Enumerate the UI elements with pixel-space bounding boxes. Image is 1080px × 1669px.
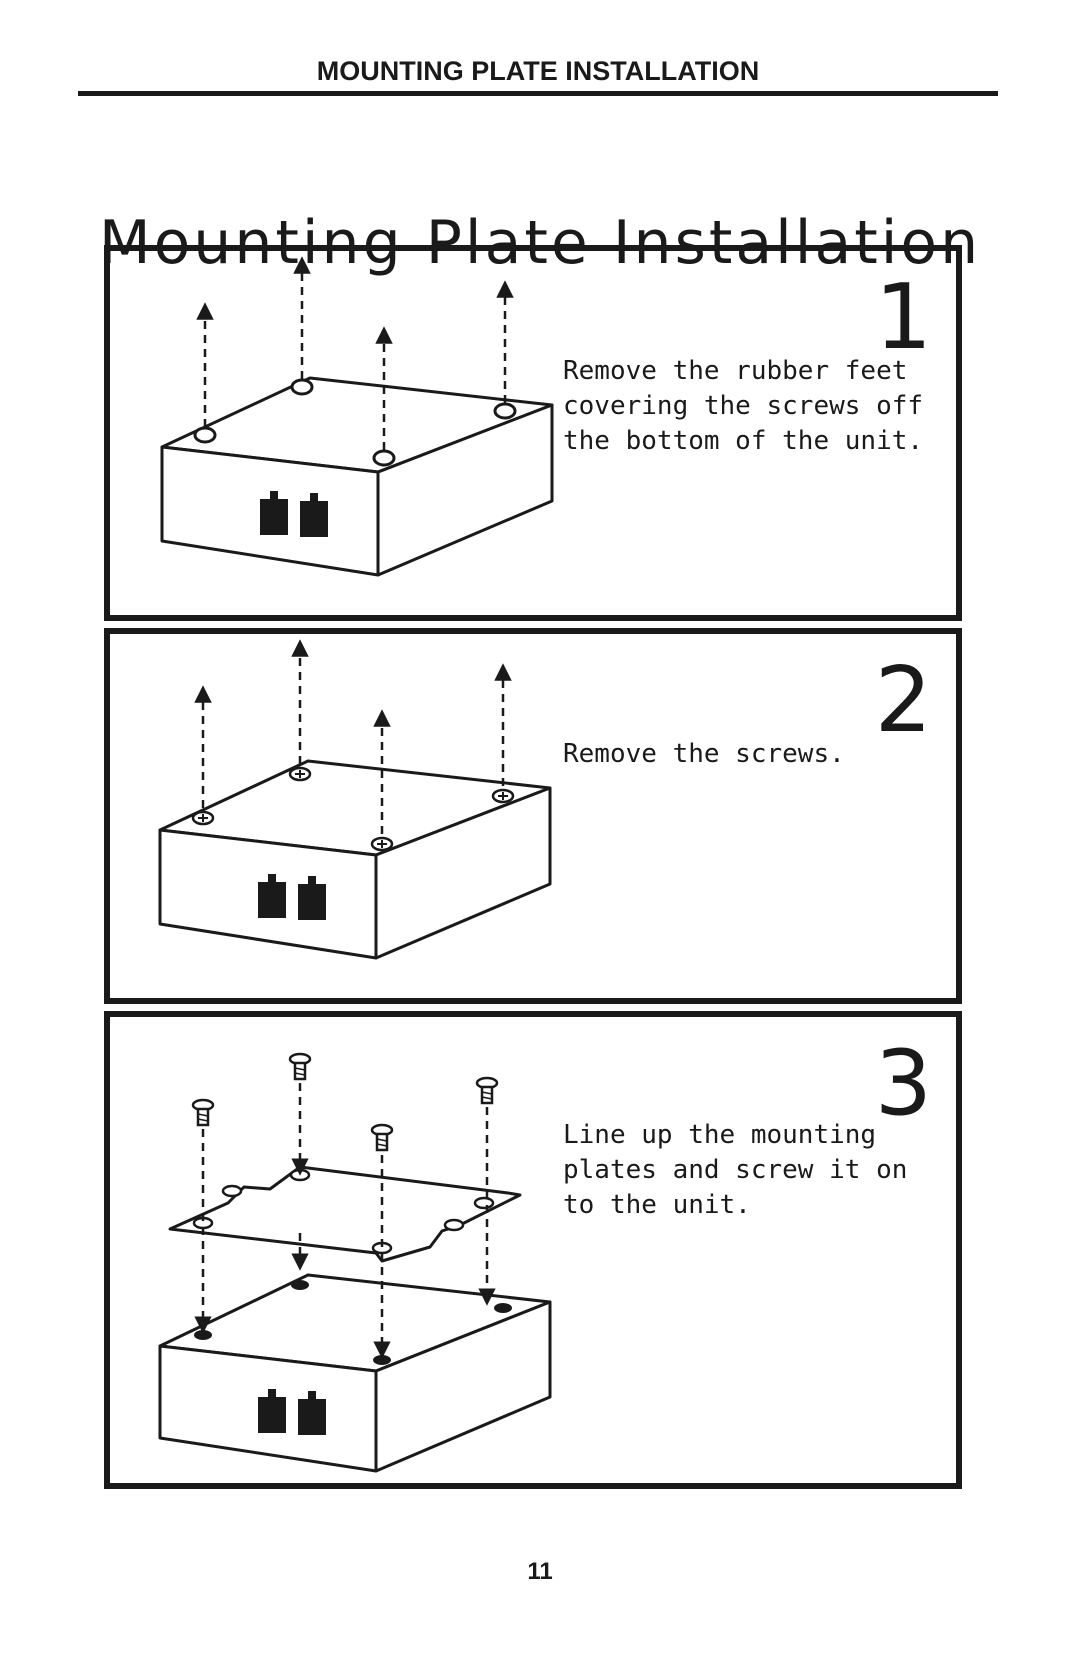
lift-arrow [196,256,514,450]
step-2-number: 2 [874,648,932,753]
page-title: Mounting Plate Installation [98,208,982,279]
step-1-text: Remove the rubber feet covering the scre… [563,356,924,456]
rj-jack-icon [258,1389,326,1435]
device-box [160,376,554,577]
running-header: MOUNTING PLATE INSTALLATION [316,56,760,86]
step-3-panel: 3 Line up the mounting plates and screw … [104,1011,962,1489]
step-1-number: 1 [874,265,932,370]
step-3-illustration [158,1052,552,1473]
step-1-illustration [160,256,554,577]
lift-arrow [194,639,512,834]
step-1-panel: 1 Remove the rubber feet covering the sc… [104,245,962,621]
mounting-plate [168,1165,522,1263]
step-2-text: Remove the screws. [563,739,845,769]
step-3-text: Line up the mounting plates and screw it… [563,1120,908,1220]
rj-jack-icon [260,491,328,537]
screw-icon [191,1052,499,1152]
device-box [158,1273,552,1473]
page-number: 11 [527,1558,553,1585]
insert-arrow [194,1083,496,1359]
rubber-foot-icon [193,378,517,467]
device-box [158,759,552,960]
header-rule [78,91,998,96]
step-2-panel: 2 Remove the screws. [104,628,962,1004]
rj-jack-icon [258,874,326,920]
step-2-illustration [158,639,552,960]
step-3-number: 3 [874,1031,932,1136]
